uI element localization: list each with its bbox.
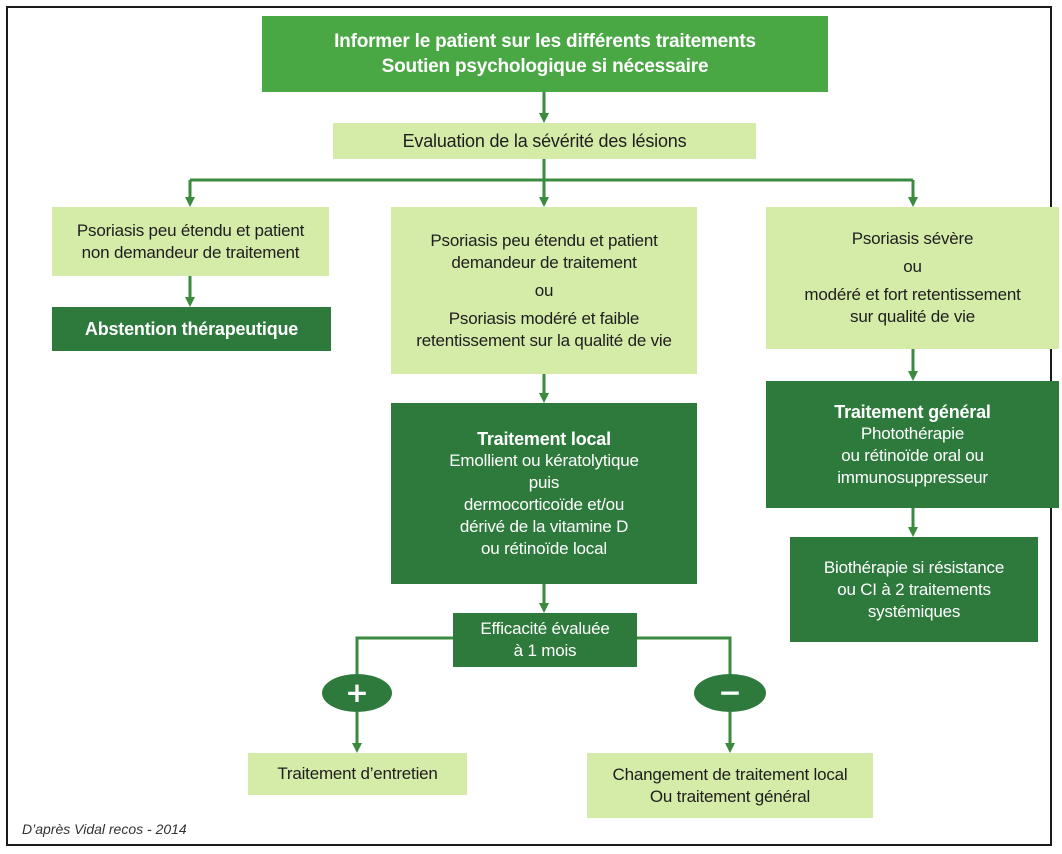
line-efficacy-to-plus bbox=[355, 636, 453, 674]
change-treatment-line-1: Changement de traitement local bbox=[612, 764, 848, 784]
local-treatment-line-3: dermocorticoïde et/ou bbox=[463, 494, 625, 514]
biotherapy-line-1: Biothérapie si résistance bbox=[823, 557, 1005, 577]
general-treatment-title: Traitement général bbox=[834, 401, 991, 422]
local-treatment-line-4: dérivé de la vitamine D bbox=[459, 516, 629, 536]
efficacy-box: Efficacité évaluée à 1 mois bbox=[453, 613, 637, 667]
biotherapy-line-2: ou CI à 2 traitements bbox=[837, 579, 991, 599]
inform-patient-box: Informer le patient sur les différents t… bbox=[262, 16, 828, 92]
abstention-box: Abstention thérapeutique bbox=[52, 307, 331, 351]
general-treatment-line-3: immunosuppresseur bbox=[837, 467, 988, 487]
negative-outcome-badge: − bbox=[694, 674, 766, 712]
efficacy-line-1: Efficacité évaluée bbox=[480, 619, 610, 638]
positive-outcome-badge: + bbox=[322, 674, 392, 712]
middle-condition-line-1: Psoriasis peu étendu et patient bbox=[430, 230, 658, 250]
left-condition-box: Psoriasis peu étendu et patient non dema… bbox=[52, 207, 329, 276]
right-condition-line-1: Psoriasis sévère bbox=[851, 229, 974, 248]
maintenance-box: Traitement d’entretien bbox=[248, 753, 467, 795]
middle-condition-line-3: Psoriasis modéré et faible bbox=[448, 308, 640, 328]
general-treatment-line-2: ou rétinoïde oral ou bbox=[841, 445, 984, 465]
biotherapy-line-3: systémiques bbox=[867, 601, 961, 621]
general-treatment-line-1: Photothérapie bbox=[860, 423, 965, 443]
right-condition-line-2: modéré et fort retentissement bbox=[804, 285, 1021, 304]
efficacy-line-2: à 1 mois bbox=[513, 641, 577, 660]
local-treatment-title: Traitement local bbox=[477, 428, 611, 449]
right-condition-line-3: sur qualité de vie bbox=[850, 307, 975, 326]
change-treatment-line-2: Ou traitement général bbox=[649, 786, 811, 806]
left-condition-line-1: Psoriasis peu étendu et patient bbox=[76, 220, 305, 240]
inform-patient-line-1: Informer le patient sur les différents t… bbox=[334, 31, 756, 52]
evaluation-text: Evaluation de la sévérité des lésions bbox=[402, 131, 687, 151]
source-citation: D’après Vidal recos - 2014 bbox=[22, 821, 187, 837]
line-efficacy-to-minus bbox=[637, 636, 732, 674]
local-treatment-line-1: Emollient ou kératolytique bbox=[449, 450, 639, 470]
minus-icon: − bbox=[718, 676, 742, 709]
middle-condition-or: ou bbox=[534, 280, 554, 300]
local-treatment-line-5: ou rétinoïde local bbox=[481, 538, 607, 558]
maintenance-text: Traitement d’entretien bbox=[277, 764, 438, 783]
right-condition-box: Psoriasis sévère ou modéré et fort reten… bbox=[766, 207, 1059, 349]
local-treatment-box: Traitement local Emollient ou kératolyti… bbox=[391, 403, 697, 584]
evaluation-box: Evaluation de la sévérité des lésions bbox=[333, 123, 756, 159]
general-treatment-box: Traitement général Photothérapie ou réti… bbox=[766, 381, 1059, 508]
right-condition-or: ou bbox=[903, 257, 922, 276]
abstention-text: Abstention thérapeutique bbox=[84, 319, 299, 339]
plus-icon: + bbox=[345, 676, 369, 709]
change-treatment-box: Changement de traitement local Ou traite… bbox=[587, 753, 873, 818]
middle-condition-box: Psoriasis peu étendu et patient demandeu… bbox=[391, 207, 697, 374]
biotherapy-box: Biothérapie si résistance ou CI à 2 trai… bbox=[790, 537, 1038, 642]
middle-condition-line-4: retentissement sur la qualité de vie bbox=[416, 330, 672, 350]
left-condition-line-2: non demandeur de traitement bbox=[81, 242, 300, 262]
middle-condition-line-2: demandeur de traitement bbox=[451, 252, 637, 272]
inform-patient-line-2: Soutien psychologique si nécessaire bbox=[381, 56, 709, 77]
local-treatment-line-2: puis bbox=[528, 472, 560, 492]
